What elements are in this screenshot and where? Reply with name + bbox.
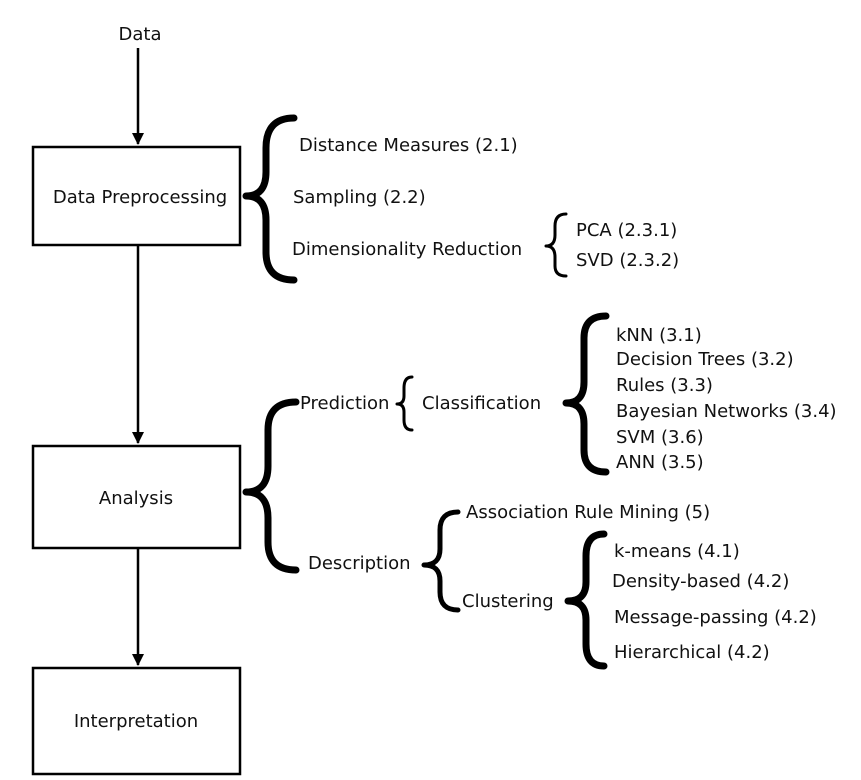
distance-measures-label: Distance Measures (2.1) xyxy=(299,135,518,156)
association-rule-mining-label: Association Rule Mining (5) xyxy=(466,502,710,523)
brace-prediction xyxy=(395,375,414,432)
description-label: Description xyxy=(308,553,411,574)
dimensionality-reduction-label: Dimensionality Reduction xyxy=(292,239,522,260)
classification-label: Classification xyxy=(422,393,541,414)
brace-classification xyxy=(562,312,610,476)
brace-analysis xyxy=(242,398,300,574)
brace-description xyxy=(421,509,461,613)
brace-preprocessing xyxy=(242,114,298,284)
data-preprocessing-box xyxy=(31,145,242,247)
interpretation-box xyxy=(31,666,242,776)
svd-label: SVD (2.3.2) xyxy=(576,250,679,271)
clustering-label: Clustering xyxy=(462,591,554,612)
data-preprocessing-label: Data Preprocessing xyxy=(53,187,227,208)
analysis-box xyxy=(31,444,242,550)
clustering-item: Density-based (4.2) xyxy=(612,571,789,592)
prediction-label: Prediction xyxy=(300,393,389,414)
clustering-item: Message-passing (4.2) xyxy=(614,607,817,628)
classification-item: ANN (3.5) xyxy=(616,452,704,473)
pca-label: PCA (2.3.1) xyxy=(576,220,677,241)
classification-item: SVM (3.6) xyxy=(616,427,704,448)
brace-clustering xyxy=(564,530,608,670)
clustering-item: Hierarchical (4.2) xyxy=(614,642,770,663)
sampling-label: Sampling (2.2) xyxy=(293,187,426,208)
interpretation-label: Interpretation xyxy=(74,711,198,732)
data-input-label: Data xyxy=(119,24,162,45)
classification-item: Rules (3.3) xyxy=(616,375,713,396)
classification-item: kNN (3.1) xyxy=(616,325,702,346)
analysis-label: Analysis xyxy=(99,488,173,509)
clustering-item: k-means (4.1) xyxy=(614,541,740,562)
classification-item: Decision Trees (3.2) xyxy=(616,349,794,370)
brace-dimensionality-reduction xyxy=(544,212,568,278)
classification-item: Bayesian Networks (3.4) xyxy=(616,401,837,422)
